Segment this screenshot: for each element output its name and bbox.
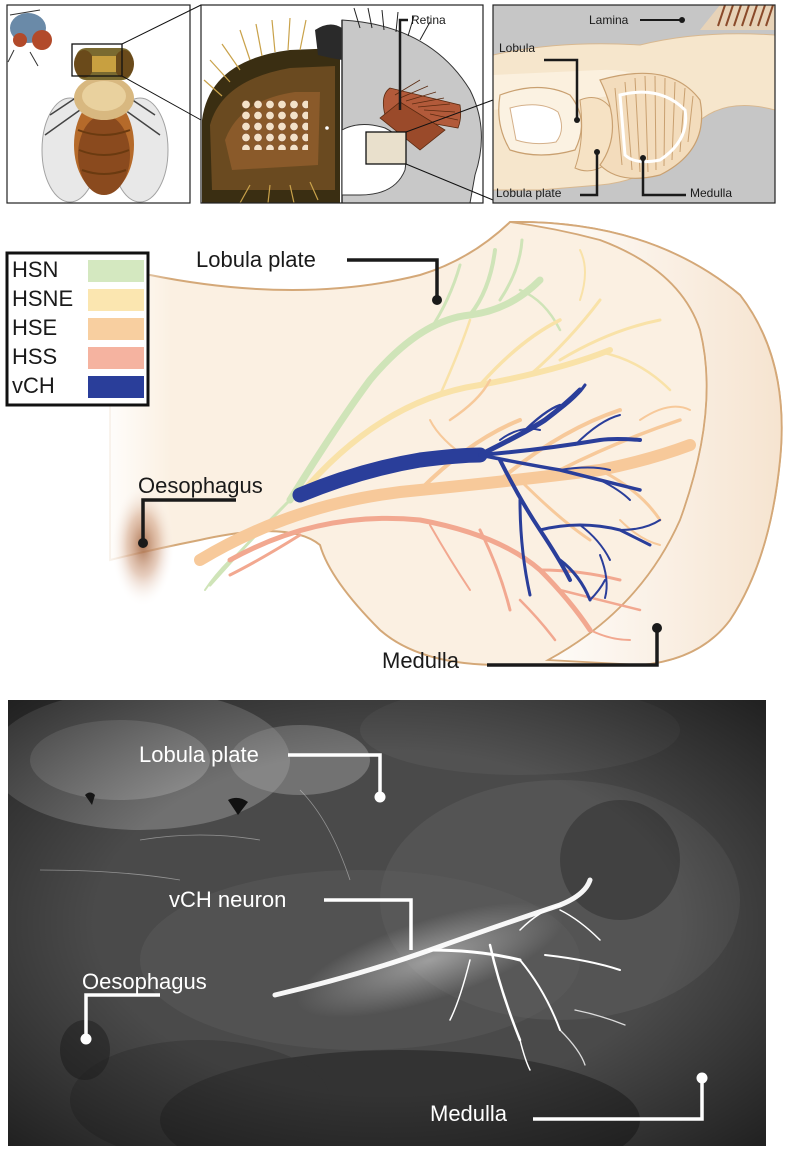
hss-neuron <box>227 515 642 642</box>
legend-swatch-hsne <box>88 289 144 311</box>
vch-neuron-fluorescence <box>272 877 626 1071</box>
micro-lobula-plate-marker <box>374 791 386 803</box>
legend-swatch-vch <box>88 376 144 398</box>
lobula-plate-label-small: Lobula plate <box>496 186 562 200</box>
oesophagus-marker <box>138 538 148 548</box>
legend-swatch-hse <box>88 318 144 340</box>
fly-body-illustration <box>41 48 169 203</box>
micro-medulla-leader-line <box>533 1080 704 1121</box>
head-zoom-box <box>71 43 123 77</box>
legend-label-hse: HSE <box>12 315 57 340</box>
legend-label-hsne: HSNE <box>12 286 73 311</box>
optic-lobe-zoom-box <box>365 131 407 165</box>
medulla-leader-line-small <box>641 158 686 197</box>
optic-lobe-panel <box>493 5 775 203</box>
hse-neuron <box>194 378 696 566</box>
fly-panel <box>7 5 190 203</box>
legend-swatch-hsn <box>88 260 144 282</box>
micro-vch-leader-line <box>324 898 413 950</box>
micro-oesophagus-label: Oesophagus <box>82 969 207 994</box>
medulla-marker-small <box>640 155 646 161</box>
medulla-label: Medulla <box>382 648 460 673</box>
retina-leader-line <box>398 18 408 110</box>
medulla-label-small: Medulla <box>690 186 732 200</box>
lobula-plate-leader-line-small <box>580 152 599 197</box>
micro-medulla-label: Medulla <box>430 1101 508 1126</box>
micro-medulla-marker <box>696 1072 708 1084</box>
hsn-neuron <box>204 238 562 591</box>
lobula-plate-schematic: Lobula plate Oesophagus Medulla <box>100 220 783 673</box>
medulla-leader-line <box>487 628 659 667</box>
lobula-plate-marker-small <box>594 149 600 155</box>
legend-label-hsn: HSN <box>12 257 58 282</box>
oesophagus-label: Oesophagus <box>138 473 263 498</box>
vch-neuron <box>292 383 661 602</box>
retina-fan-illustration <box>379 79 462 151</box>
legend-label-vch: vCH <box>12 373 55 398</box>
brain-half-illustration <box>341 7 482 203</box>
legend-swatch-hss <box>88 347 144 369</box>
lobula-plate-leader-line <box>347 258 439 300</box>
zoom-connector-lines <box>121 4 202 121</box>
medulla-illustration <box>599 72 703 179</box>
neuron-legend: HSN HSNE HSE HSS vCH <box>5 251 150 407</box>
lamina-label: Lamina <box>589 13 629 27</box>
lobula-plate-marker <box>432 295 442 305</box>
micro-lobula-plate-leader-line <box>288 753 382 795</box>
lobula-marker <box>574 117 580 123</box>
head-section-panel <box>201 5 483 203</box>
legend-label-hss: HSS <box>12 344 57 369</box>
medulla-marker <box>652 623 662 633</box>
lobula-label: Lobula <box>499 41 535 55</box>
micro-lobula-plate-label: Lobula plate <box>139 742 259 767</box>
lobula-plate-label: Lobula plate <box>196 247 316 272</box>
compound-eye-illustration <box>202 17 342 203</box>
lamina-marker <box>679 17 685 23</box>
fly-head-illustration <box>7 9 52 67</box>
micro-oesophagus-leader-line <box>84 993 160 1037</box>
oesophagus-leader-line <box>141 498 236 543</box>
hsne-neuron <box>297 249 672 498</box>
fluorescence-micrograph <box>8 700 766 1146</box>
lobula-leader-line <box>544 58 579 120</box>
micro-vch-neuron-label: vCH neuron <box>169 887 286 912</box>
zoom-connector-lines-2 <box>405 99 494 201</box>
lamina-illustration <box>700 5 775 30</box>
retina-label: Retina <box>411 13 446 27</box>
micro-oesophagus-marker <box>80 1033 92 1045</box>
